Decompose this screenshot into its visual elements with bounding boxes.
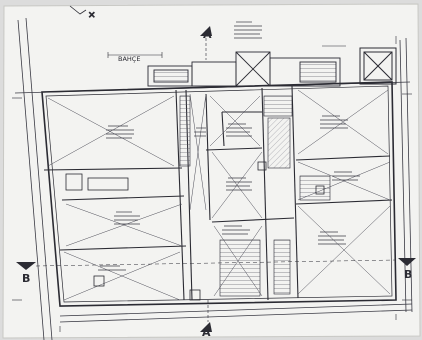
room-label [318, 231, 346, 245]
paper-sheet [2, 3, 421, 339]
svg-text:A: A [202, 326, 211, 339]
north-mark: ✕ [88, 11, 96, 21]
svg-text:B: B [22, 272, 30, 285]
room-label [222, 225, 250, 235]
top-annex [147, 51, 341, 87]
building-outline [41, 81, 397, 307]
room-label [320, 115, 348, 129]
room-label [226, 123, 252, 137]
svg-text:A: A [203, 28, 212, 41]
section-marker-a-bottom: A [200, 300, 212, 339]
room-label [98, 265, 126, 271]
room-diagonals [47, 89, 391, 301]
stair-hatches [179, 95, 331, 297]
room-label [226, 177, 252, 191]
room-label [194, 127, 206, 137]
top-right-detail [359, 47, 397, 85]
room-label [114, 211, 140, 225]
dimension-ticks [12, 36, 412, 332]
garden-label: BAHÇE [118, 55, 140, 63]
room-label [234, 21, 262, 39]
section-marker-a-top: A [200, 26, 212, 60]
garden-dimension [107, 52, 163, 58]
section-marker-b-right: B [398, 258, 416, 281]
interior-walls [43, 85, 393, 301]
room-label-blocks [98, 21, 360, 271]
section-marker-b-left: B [16, 259, 397, 285]
detail-boxes [65, 161, 325, 301]
room-label [332, 171, 360, 181]
svg-text:B: B [404, 268, 412, 281]
corner-marks: ✕ [69, 5, 96, 21]
room-label [106, 125, 134, 139]
